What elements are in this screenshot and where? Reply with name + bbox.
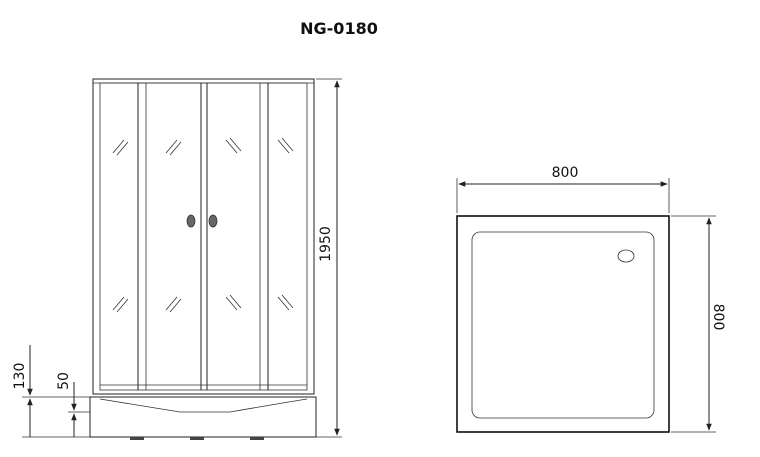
tray-foot-1	[130, 437, 144, 440]
door-handle-left	[186, 214, 196, 228]
width-label: 800	[552, 165, 579, 181]
tray-outline	[456, 215, 670, 433]
depth-label: 800	[710, 304, 726, 331]
tray-foot-3	[250, 437, 264, 440]
cabin-inner-frame	[99, 82, 308, 391]
model-title: NG-0180	[300, 19, 378, 38]
tray-height-label: 130	[12, 363, 28, 390]
tray-basin	[471, 231, 655, 419]
cabin-outer-frame	[92, 78, 315, 395]
glass-reflection-marks-upper	[112, 137, 294, 156]
height-label: 1950	[318, 226, 334, 262]
drain-hole	[617, 249, 635, 263]
top-view: 800 800	[456, 165, 726, 433]
base-height-label: 50	[56, 372, 72, 390]
glass-reflection-marks-lower	[112, 294, 294, 313]
door-handle-right	[208, 214, 218, 228]
tray-foot-2	[190, 437, 204, 440]
tray-front-curve	[99, 398, 308, 413]
front-view: 1950 130 50	[12, 78, 342, 440]
